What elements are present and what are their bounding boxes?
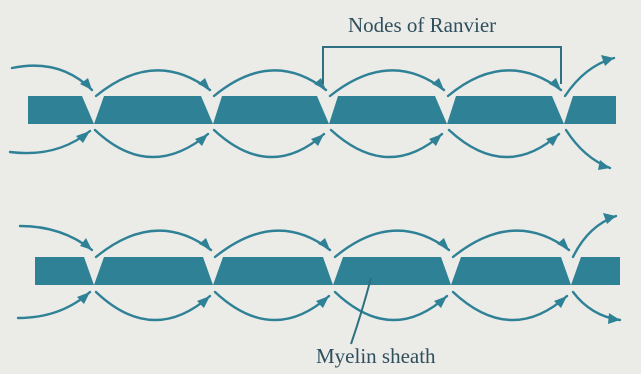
top-myelin-segment-6 <box>564 96 616 124</box>
bottom-myelin-segment-2 <box>94 257 213 285</box>
top-myelin-segment-2 <box>94 96 213 124</box>
bottom-myelin-segment-4 <box>333 257 451 285</box>
bottom-myelin-segment-3 <box>213 257 333 285</box>
myelin-sheath-label: Myelin sheath <box>316 344 436 368</box>
nodes-of-ranvier-label: Nodes of Ranvier <box>348 13 496 37</box>
top-myelin-segment-5 <box>447 96 564 124</box>
top-myelin-segment-4 <box>329 96 447 124</box>
bottom-myelin-segment-5 <box>451 257 571 285</box>
bottom-myelin-segment-1 <box>35 257 94 285</box>
top-myelin-segment-3 <box>213 96 329 124</box>
